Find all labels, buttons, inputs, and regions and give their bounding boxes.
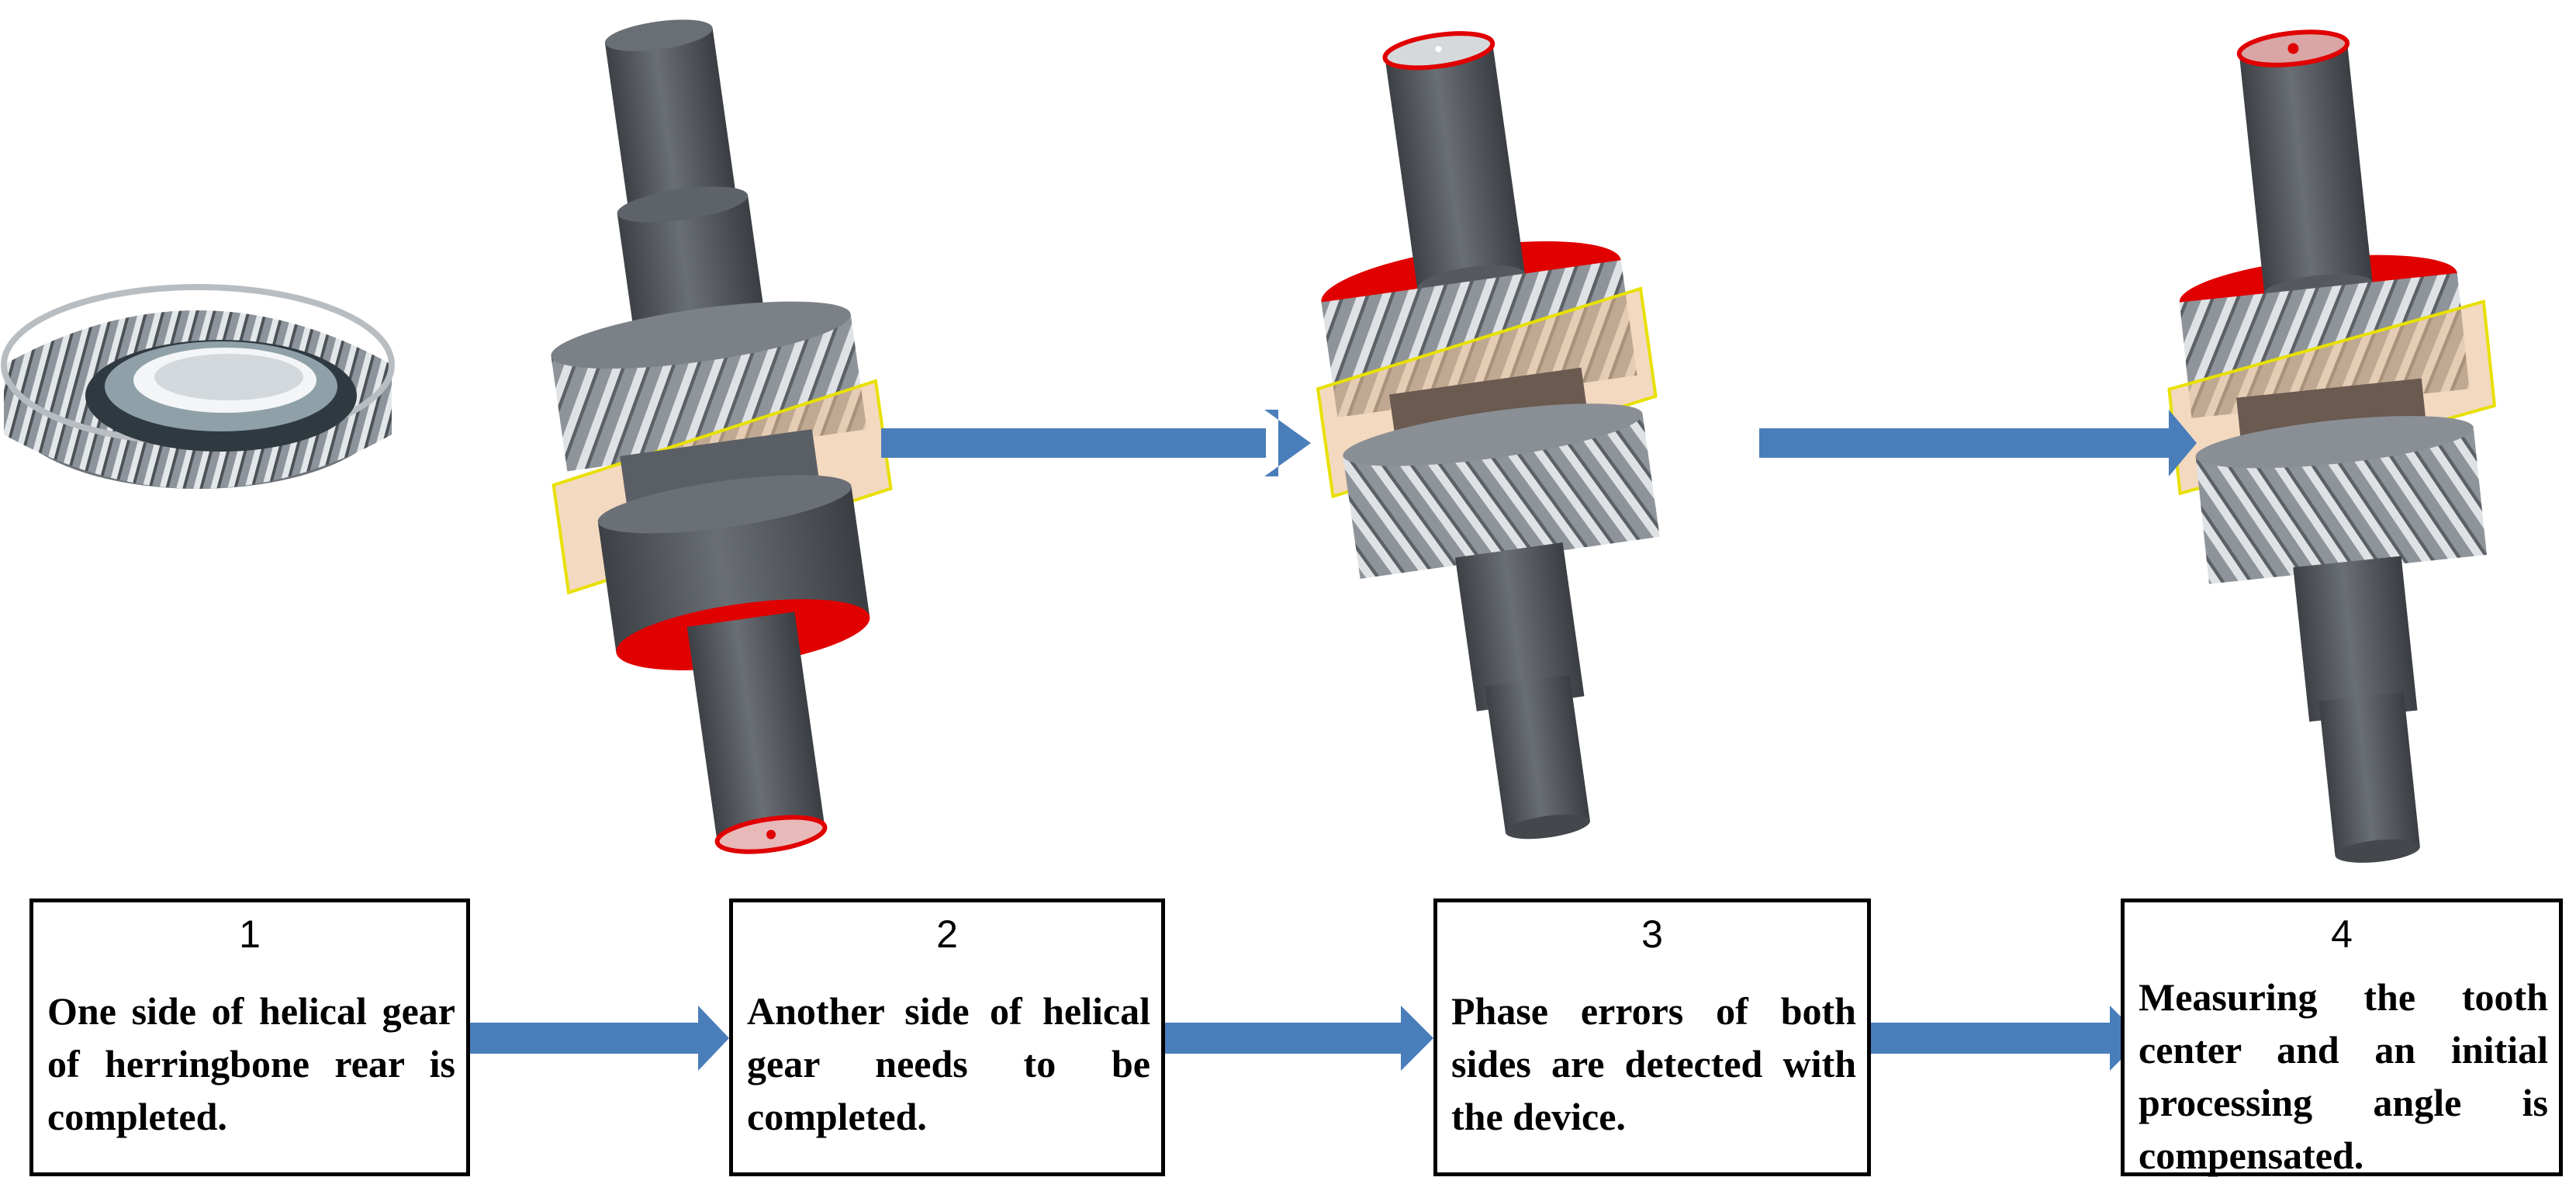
step-box-1: 1 One side of helical gear of herringbon… [29, 898, 470, 1176]
herringbone-shaft-stage-1-icon [551, 19, 893, 854]
upper-arrow-1 [881, 410, 1311, 476]
step-number: 2 [936, 912, 958, 956]
helical-gear-icon [1, 284, 395, 489]
herringbone-shaft-stage-2-icon [1316, 31, 1660, 840]
step-number: 1 [239, 912, 261, 956]
step-description: Measuring the tooth center and an initia… [2139, 975, 2548, 1177]
lower-arrow-2 [1165, 1006, 1433, 1071]
lower-arrow-3 [1871, 1006, 2142, 1071]
herringbone-shaft-stage-3-icon [2167, 29, 2497, 863]
lower-arrow-1 [470, 1006, 729, 1071]
step-number: 4 [2331, 912, 2353, 956]
step-box-2: 2 Another side of helical gear needs to … [729, 898, 1165, 1176]
step-description: Another side of helical gear needs to be… [747, 989, 1150, 1138]
step-box-4: 4 Measuring the tooth center and an init… [2121, 898, 2563, 1177]
step-description: Phase errors of both sides are detected … [1451, 989, 1856, 1138]
upper-arrow-2 [1759, 410, 2197, 476]
step-description: One side of helical gear of herringbone … [47, 989, 455, 1138]
step-number: 3 [1641, 912, 1663, 956]
step-box-3: 3 Phase errors of both sides are detecte… [1433, 898, 1871, 1176]
